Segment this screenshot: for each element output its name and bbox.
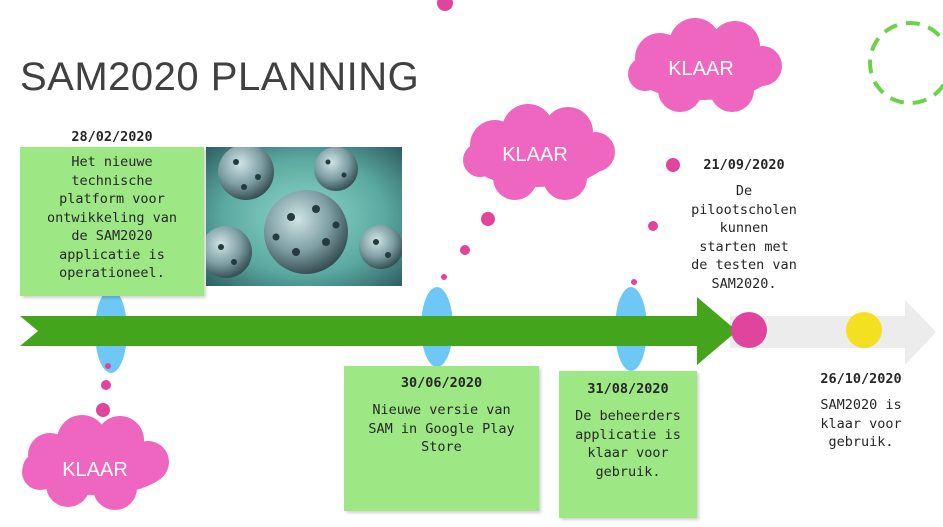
- milestone-box-3: [559, 371, 697, 518]
- milestone-date-4: 21/09/2020: [703, 157, 785, 173]
- milestone-date-1: 28/02/2020: [71, 129, 153, 145]
- progress-timeline-arrow: [20, 297, 737, 365]
- bubble-dot: [96, 403, 110, 417]
- cloud-shape-2: [463, 104, 615, 200]
- bubble-dot: [481, 212, 495, 226]
- cloud-status-label-2: KLAAR: [502, 144, 568, 166]
- page-title: SAM2020 PLANNING: [20, 55, 420, 99]
- cloud-status-label-1: KLAAR: [62, 459, 128, 481]
- future-timeline-arrow: [730, 300, 936, 365]
- milestone-text-5: SAM2020 is klaar voor gebruik.: [820, 397, 902, 450]
- milestone-text-4: De pilootscholen kunnen starten met de t…: [691, 183, 797, 292]
- bubble-dot: [666, 158, 680, 172]
- bubble-dot: [631, 279, 637, 285]
- milestone-text-2: Nieuwe versie van SAM in Google Play Sto…: [368, 402, 515, 455]
- dashed-circle-decoration: [868, 21, 943, 105]
- milestone-text-1: Het nieuwe technische platform voor ontw…: [46, 154, 178, 281]
- milestone-date-3: 31/08/2020: [587, 381, 669, 397]
- bubble-dot: [437, 0, 453, 11]
- milestone-date-2: 30/06/2020: [400, 375, 483, 391]
- milestone-dot-pink: [731, 312, 767, 348]
- bubble-dot: [648, 221, 658, 231]
- bubble-dot: [105, 363, 111, 369]
- milestone-dot-yellow: [846, 312, 882, 348]
- milestone-box-1: [20, 147, 204, 296]
- bubble-dot: [460, 245, 470, 255]
- bubble-dot: [101, 380, 111, 390]
- cloud-shape-3: [628, 18, 782, 112]
- bubble-dot: [441, 274, 447, 280]
- coronavirus-photo: [206, 147, 402, 286]
- milestone-text-3: De beheerders applicatie is klaar voor g…: [575, 408, 681, 480]
- cloud-shape-1: [22, 415, 169, 510]
- cloud-status-label-3: KLAAR: [668, 58, 734, 80]
- milestone-box-2: [344, 366, 539, 511]
- milestone-date-5: 26/10/2020: [820, 371, 902, 387]
